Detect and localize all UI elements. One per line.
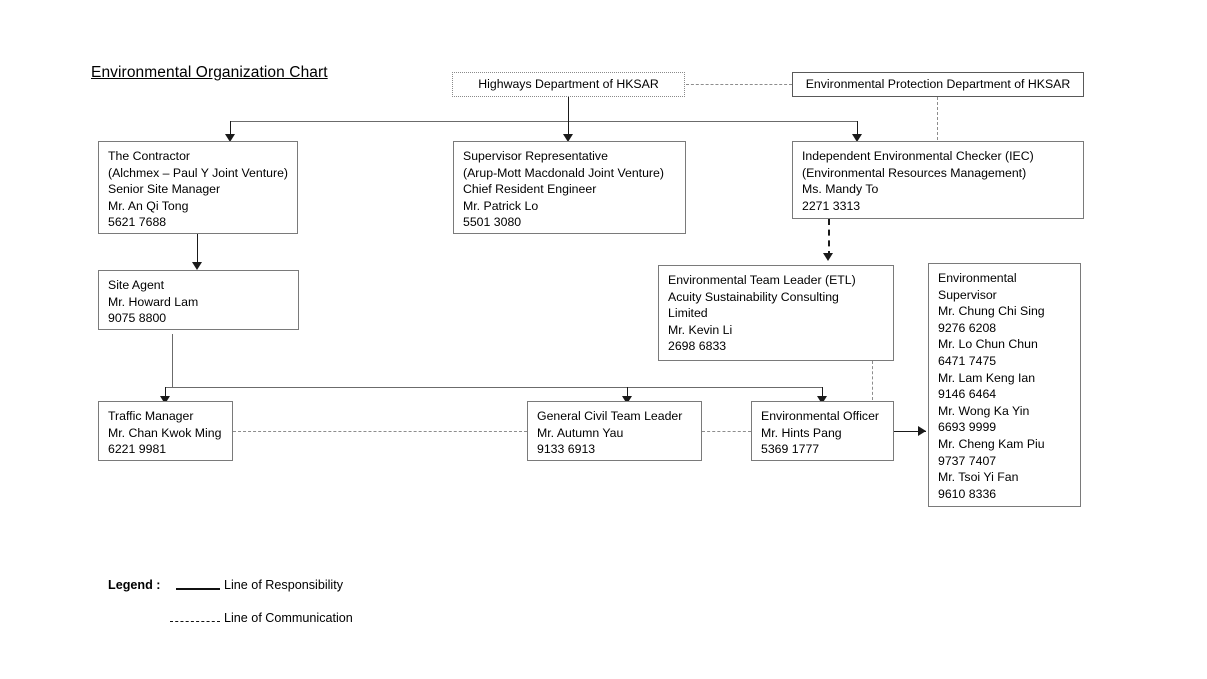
node-supervisor-representative[interactable]: Supervisor Representative (Arup-Mott Mac… <box>453 141 686 234</box>
arrowhead-env-officer <box>817 396 827 404</box>
legend-solid-line-swatch <box>176 588 220 590</box>
arrowhead-supervisor <box>563 134 573 142</box>
edge-row2-bus <box>230 121 858 122</box>
edge-hyd-stem <box>568 97 569 121</box>
edge-row4-bus <box>165 387 823 388</box>
node-traffic-manager[interactable]: Traffic Manager Mr. Chan Kwok Ming 6221 … <box>98 401 233 461</box>
edge-contractor-to-site-agent <box>197 234 198 266</box>
edge-bus-to-contractor <box>230 121 231 138</box>
edge-bus-to-iec <box>857 121 858 138</box>
arrowhead-gctl <box>622 396 632 404</box>
edge-bus-to-gctl <box>627 387 628 400</box>
node-environmental-team-leader[interactable]: Environmental Team Leader (ETL) Acuity S… <box>658 265 894 361</box>
node-environmental-supervisor[interactable]: Environmental Supervisor Mr. Chung Chi S… <box>928 263 1081 507</box>
edge-bus-to-traffic-manager <box>165 387 166 400</box>
node-the-contractor[interactable]: The Contractor (Alchmex – Paul Y Joint V… <box>98 141 298 234</box>
legend-dashed-line-swatch <box>170 621 220 622</box>
edge-bus-to-env-officer <box>822 387 823 400</box>
arrowhead-iec <box>852 134 862 142</box>
page-title: Environmental Organization Chart <box>91 64 328 81</box>
node-independent-environmental-checker[interactable]: Independent Environmental Checker (IEC) … <box>792 141 1084 219</box>
node-site-agent[interactable]: Site Agent Mr. Howard Lam 9075 8800 <box>98 270 299 330</box>
node-general-civil-team-leader[interactable]: General Civil Team Leader Mr. Autumn Yau… <box>527 401 702 461</box>
edge-bus-to-supervisor <box>568 121 569 138</box>
arrowhead-etl <box>823 253 833 261</box>
edge-site-agent-stem <box>172 334 173 387</box>
legend-responsibility-text: Line of Responsibility <box>224 578 344 592</box>
edge-env-officer-to-supervisor <box>894 431 926 432</box>
edge-traffic-to-gctl <box>233 431 527 432</box>
node-highways-department[interactable]: Highways Department of HKSAR <box>452 72 685 97</box>
edge-etl-to-env-officer <box>872 361 873 400</box>
node-environmental-protection-department[interactable]: Environmental Protection Department of H… <box>792 72 1084 97</box>
legend-communication-text: Line of Communication <box>224 611 353 625</box>
edge-hyd-epd <box>686 84 792 85</box>
arrowhead-env-supervisor <box>918 426 926 436</box>
edge-gctl-to-env-officer <box>702 431 751 432</box>
arrowhead-traffic-manager <box>160 396 170 404</box>
arrowhead-contractor <box>225 134 235 142</box>
edge-epd-to-iec <box>937 97 938 140</box>
legend-label: Legend : <box>108 578 161 592</box>
arrowhead-site-agent <box>192 262 202 270</box>
edge-iec-to-etl <box>828 219 830 257</box>
node-environmental-officer[interactable]: Environmental Officer Mr. Hints Pang 536… <box>751 401 894 461</box>
